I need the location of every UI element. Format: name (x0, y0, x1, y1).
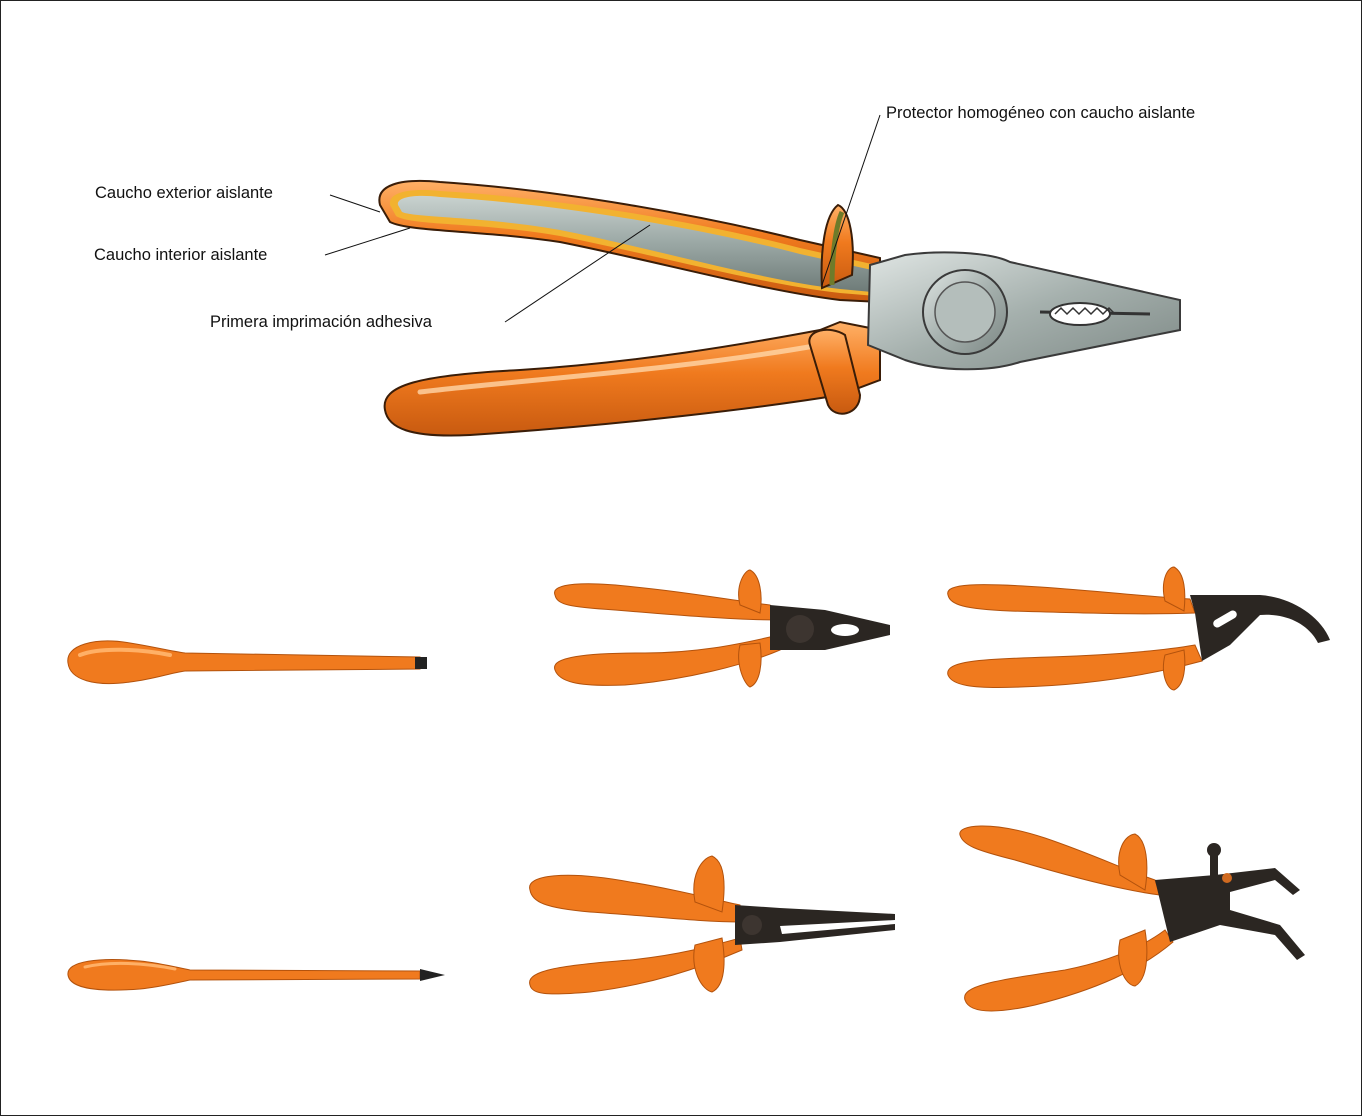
insulated-flat-screwdriver-icon (60, 625, 440, 695)
pliers-head (868, 252, 1180, 369)
protector-label: Protector homogéneo con caucho aislante (886, 104, 1195, 123)
cutaway-pliers-illustration (0, 0, 1362, 480)
inner-rubber-leader (325, 228, 410, 255)
primer-label: Primera imprimación adhesiva (210, 313, 432, 332)
insulated-water-pump-pliers-icon (940, 565, 1335, 700)
outer-rubber-leader (330, 195, 380, 212)
lower-handle (385, 322, 880, 436)
upper-guard (822, 205, 853, 288)
insulated-combination-pliers-icon (545, 565, 900, 700)
inner-rubber-label: Caucho interior aislante (94, 246, 267, 265)
insulated-long-nose-pliers-icon (520, 850, 900, 1005)
insulated-phillips-screwdriver-icon (60, 945, 450, 1005)
outer-rubber-label: Caucho exterior aislante (95, 184, 273, 203)
insulated-wire-stripper-icon (955, 820, 1320, 1020)
